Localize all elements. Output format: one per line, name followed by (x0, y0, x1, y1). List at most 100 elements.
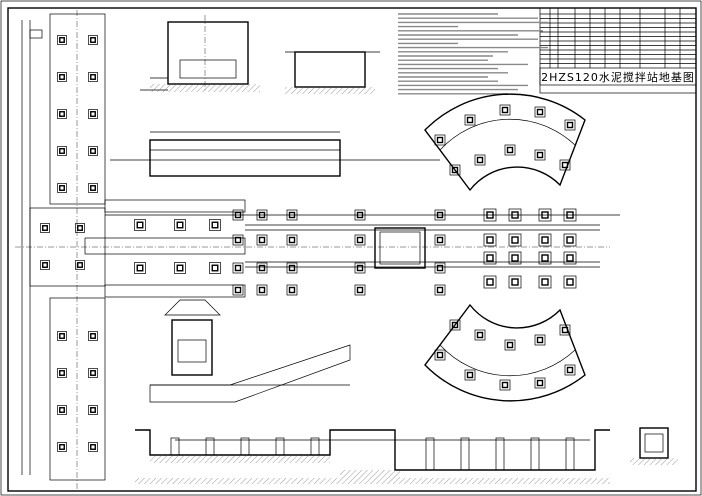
pier (240, 437, 250, 456)
pier (59, 37, 65, 43)
notes-block (398, 13, 548, 95)
pier (136, 264, 144, 272)
pier (565, 437, 575, 471)
section-detail-2 (285, 51, 380, 94)
pier (561, 161, 569, 169)
pier (211, 221, 219, 229)
pier (566, 211, 574, 219)
footing (434, 349, 446, 361)
footing (174, 262, 186, 274)
pier (476, 331, 484, 339)
footing (354, 284, 366, 296)
footing (538, 233, 552, 247)
footing (534, 377, 546, 389)
footing (57, 442, 67, 452)
footing (286, 262, 298, 274)
footing (88, 183, 98, 193)
pier (436, 351, 444, 359)
pier (59, 407, 65, 413)
footing (474, 329, 486, 341)
footing (508, 251, 522, 265)
pier (170, 437, 180, 456)
footing (464, 369, 476, 381)
pier (59, 185, 65, 191)
pier (90, 370, 96, 376)
pier (59, 74, 65, 80)
pier (536, 151, 544, 159)
pier (436, 136, 444, 144)
footing (286, 284, 298, 296)
pier (506, 341, 514, 349)
footing (464, 114, 476, 126)
pier (561, 326, 569, 334)
pier (541, 254, 549, 262)
pier (234, 286, 242, 294)
pier (59, 370, 65, 376)
pier (501, 381, 509, 389)
footing (57, 183, 67, 193)
footing (232, 234, 244, 246)
pier (288, 236, 296, 244)
pier (90, 407, 96, 413)
pier (566, 236, 574, 244)
pier (476, 156, 484, 164)
footing (75, 223, 85, 233)
footing (449, 319, 461, 331)
pier (205, 437, 215, 456)
footing (434, 209, 446, 221)
pier (136, 221, 144, 229)
footing (483, 233, 497, 247)
footing (134, 219, 146, 231)
pier (536, 108, 544, 116)
pier (536, 379, 544, 387)
footing (57, 72, 67, 82)
pier (258, 211, 266, 219)
pier (511, 254, 519, 262)
footing (499, 104, 511, 116)
pier (90, 185, 96, 191)
pier (356, 286, 364, 294)
pier (536, 336, 544, 344)
footing (508, 208, 522, 222)
pier (541, 236, 549, 244)
pier (176, 264, 184, 272)
footing (534, 106, 546, 118)
footing (559, 324, 571, 336)
pier (356, 236, 364, 244)
footing (256, 209, 268, 221)
footing (88, 405, 98, 415)
pier (59, 333, 65, 339)
footing (88, 109, 98, 119)
pier (59, 148, 65, 154)
bottom-long-section (135, 429, 610, 484)
right-footings (483, 208, 577, 289)
left-strip-foundation (21, 10, 106, 490)
pier (42, 262, 48, 268)
footing (504, 144, 516, 156)
footing (354, 234, 366, 246)
pier (310, 437, 320, 456)
footing (508, 275, 522, 289)
pier (541, 278, 549, 286)
pier (288, 264, 296, 272)
footing (40, 223, 50, 233)
pier (460, 437, 470, 471)
footing (354, 262, 366, 274)
footing (57, 331, 67, 341)
pier (90, 74, 96, 80)
pier (258, 236, 266, 244)
footing (434, 134, 446, 146)
pier (506, 146, 514, 154)
pier (530, 437, 540, 471)
footing (559, 159, 571, 171)
footing (57, 35, 67, 45)
pier (511, 278, 519, 286)
slope-section (149, 299, 351, 403)
footing (88, 35, 98, 45)
footing (75, 260, 85, 270)
pier (495, 437, 505, 471)
pier (566, 278, 574, 286)
pier (501, 106, 509, 114)
pier (436, 236, 444, 244)
